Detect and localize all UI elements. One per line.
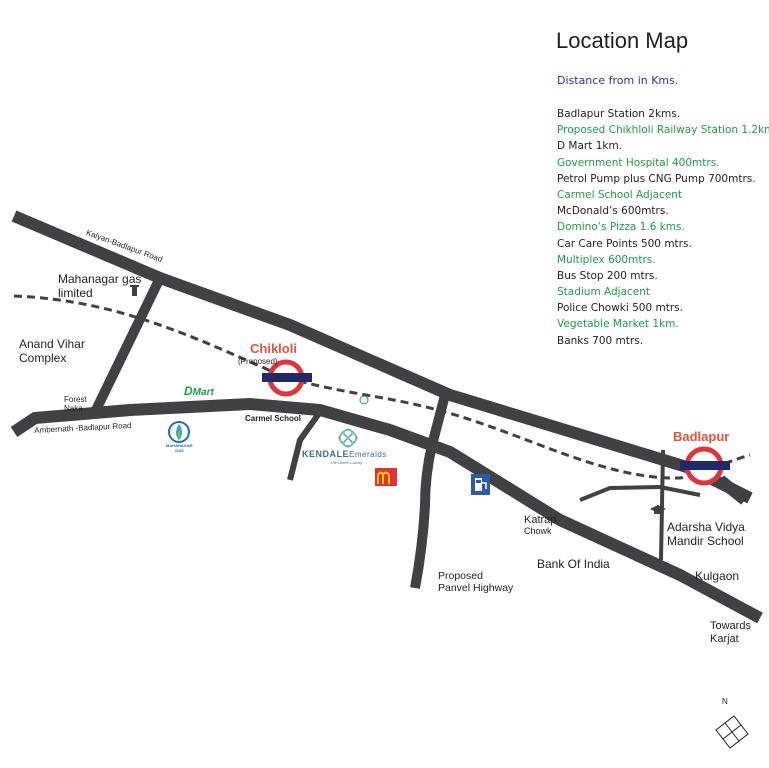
anand-vihar-label: Anand Vihar [19,337,85,351]
distance-subtitle: Distance from in Kms. [557,74,679,87]
distance-item: D Mart 1km. [557,140,623,153]
railway-line [13,294,751,480]
mahanagar-logo-text: MAHANAGAR [166,443,193,448]
katrap-chowk-label: Katrap [524,514,557,526]
badlapur-station-icon [680,446,730,486]
school-icon [650,505,666,514]
adarsha-school-label: Adarsha Vidya [667,520,745,534]
distance-item: Proposed Chikhloli Railway Station 1.2km… [557,124,769,137]
towards-karjat-label: Towards [710,620,751,632]
distance-item: Bus Stop 200 mtrs. [557,269,658,282]
proposed-panvel-highway [410,393,450,589]
stadium-marker-icon [359,395,369,405]
carmel-branch-road [287,410,323,481]
ambernath-badlapur-road [10,398,763,624]
mahanagar-gas-label: Mahanagar gas [58,272,142,286]
badlapur-station-label: Badlapur [673,429,730,444]
kendale-emeralds-logo: KENDALEEmeralds [302,449,387,459]
kendale-emblem-icon [338,428,358,448]
mahanagar-gas-logo [168,421,190,443]
distance-item: Police Chowki 500 mtrs. [557,302,683,315]
bank-of-india-label: Bank Of India [537,557,610,571]
distance-item: Banks 700 mtrs. [557,334,644,347]
proposed-panvel-label-line2: Panvel Highway [438,582,514,594]
kendale-tagline: The Green Luxury [330,460,363,465]
anand-vihar-label-line2: Complex [19,351,67,365]
carmel-school-label: Carmel School [245,414,302,423]
gas-tower-icon [130,285,139,296]
katrap-chowk-label-line2: Chowk [524,526,552,536]
school-road [659,449,665,561]
badlapur-link-road [579,485,701,502]
chikloli-station-label: Chikloli [250,341,297,356]
petrol-pump-icon [471,474,490,495]
chikloli-station-icon [262,359,312,397]
branch-road-mahanagar [90,275,165,415]
distance-item: Stadium Adjacent [557,286,651,299]
distance-item: Badlapur Station 2kms. [557,108,681,120]
mahanagar-gas-label-line2: limited [58,286,93,300]
mahanagar-logo-text-line2: GAS [175,448,184,453]
distance-item: Carmel School Adjacent [557,188,683,201]
map-title: Location Map [556,28,689,53]
chikloli-proposed-label: (Proposed) [238,357,278,366]
distance-item: Government Hospital 400mtrs. [557,156,720,169]
towards-karjat-label-line2: Karjat [710,633,739,645]
kulgaon-label: Kulgaon [695,569,740,583]
distance-item: McDonald’s 600mtrs. [557,205,669,218]
badlapur-end-road [716,475,749,505]
north-label: N [722,697,728,706]
north-compass-icon [715,715,749,749]
adarsha-school-label-line2: Mandir School [667,534,744,548]
distance-list: Badlapur Station 2kms. Proposed Chikhlol… [557,106,769,349]
forest-naka-label: Forest [64,395,87,404]
distance-item: Multiplex 600mtrs. [557,253,656,266]
mcdonalds-logo [375,468,397,486]
distance-item: Domino’s Pizza 1.6 kms. [557,221,685,234]
forest-naka-label-line2: Naka [64,404,83,413]
dmart-logo: DMart [184,384,214,398]
distance-item: Petrol Pump plus CNG Pump 700mtrs. [557,172,756,185]
distance-item: Car Care Points 500 mtrs. [557,237,692,250]
proposed-panvel-label: Proposed [438,570,483,582]
distance-item: Vegetable Market 1km. [557,318,679,331]
